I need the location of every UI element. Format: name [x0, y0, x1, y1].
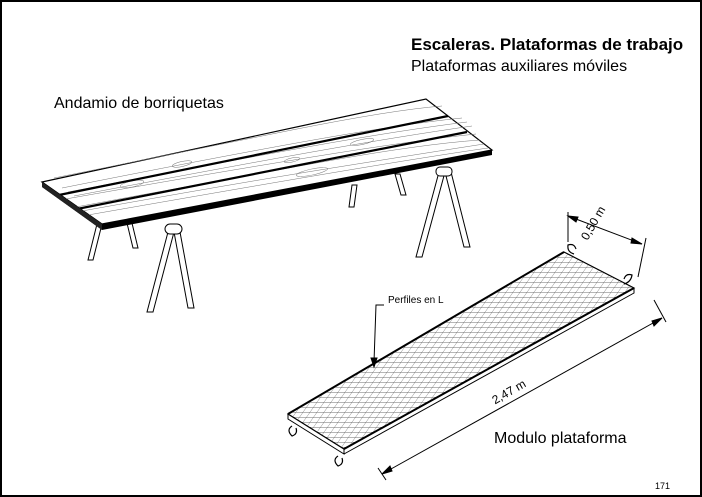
platform-label: Modulo plataforma: [494, 430, 627, 447]
page-subtitle: Plataformas auxiliares móviles: [411, 58, 628, 75]
platform-drawing: [286, 212, 667, 481]
page-title: Escaleras. Plataformas de trabajo: [411, 35, 684, 54]
scaffold-label: Andamio de borriquetas: [54, 95, 224, 112]
length-dimension-line: [377, 299, 667, 481]
profiles-label: Perfiles en L: [388, 295, 444, 306]
heading: Escaleras. Plataformas de trabajo Plataf…: [411, 34, 683, 77]
planks: [40, 98, 494, 230]
profiles-leader: [370, 304, 384, 369]
width-dimension-line: [566, 212, 647, 278]
scaffold-drawing: [40, 98, 494, 313]
platform-hooks: [288, 243, 633, 467]
page-number: 171: [654, 481, 670, 491]
